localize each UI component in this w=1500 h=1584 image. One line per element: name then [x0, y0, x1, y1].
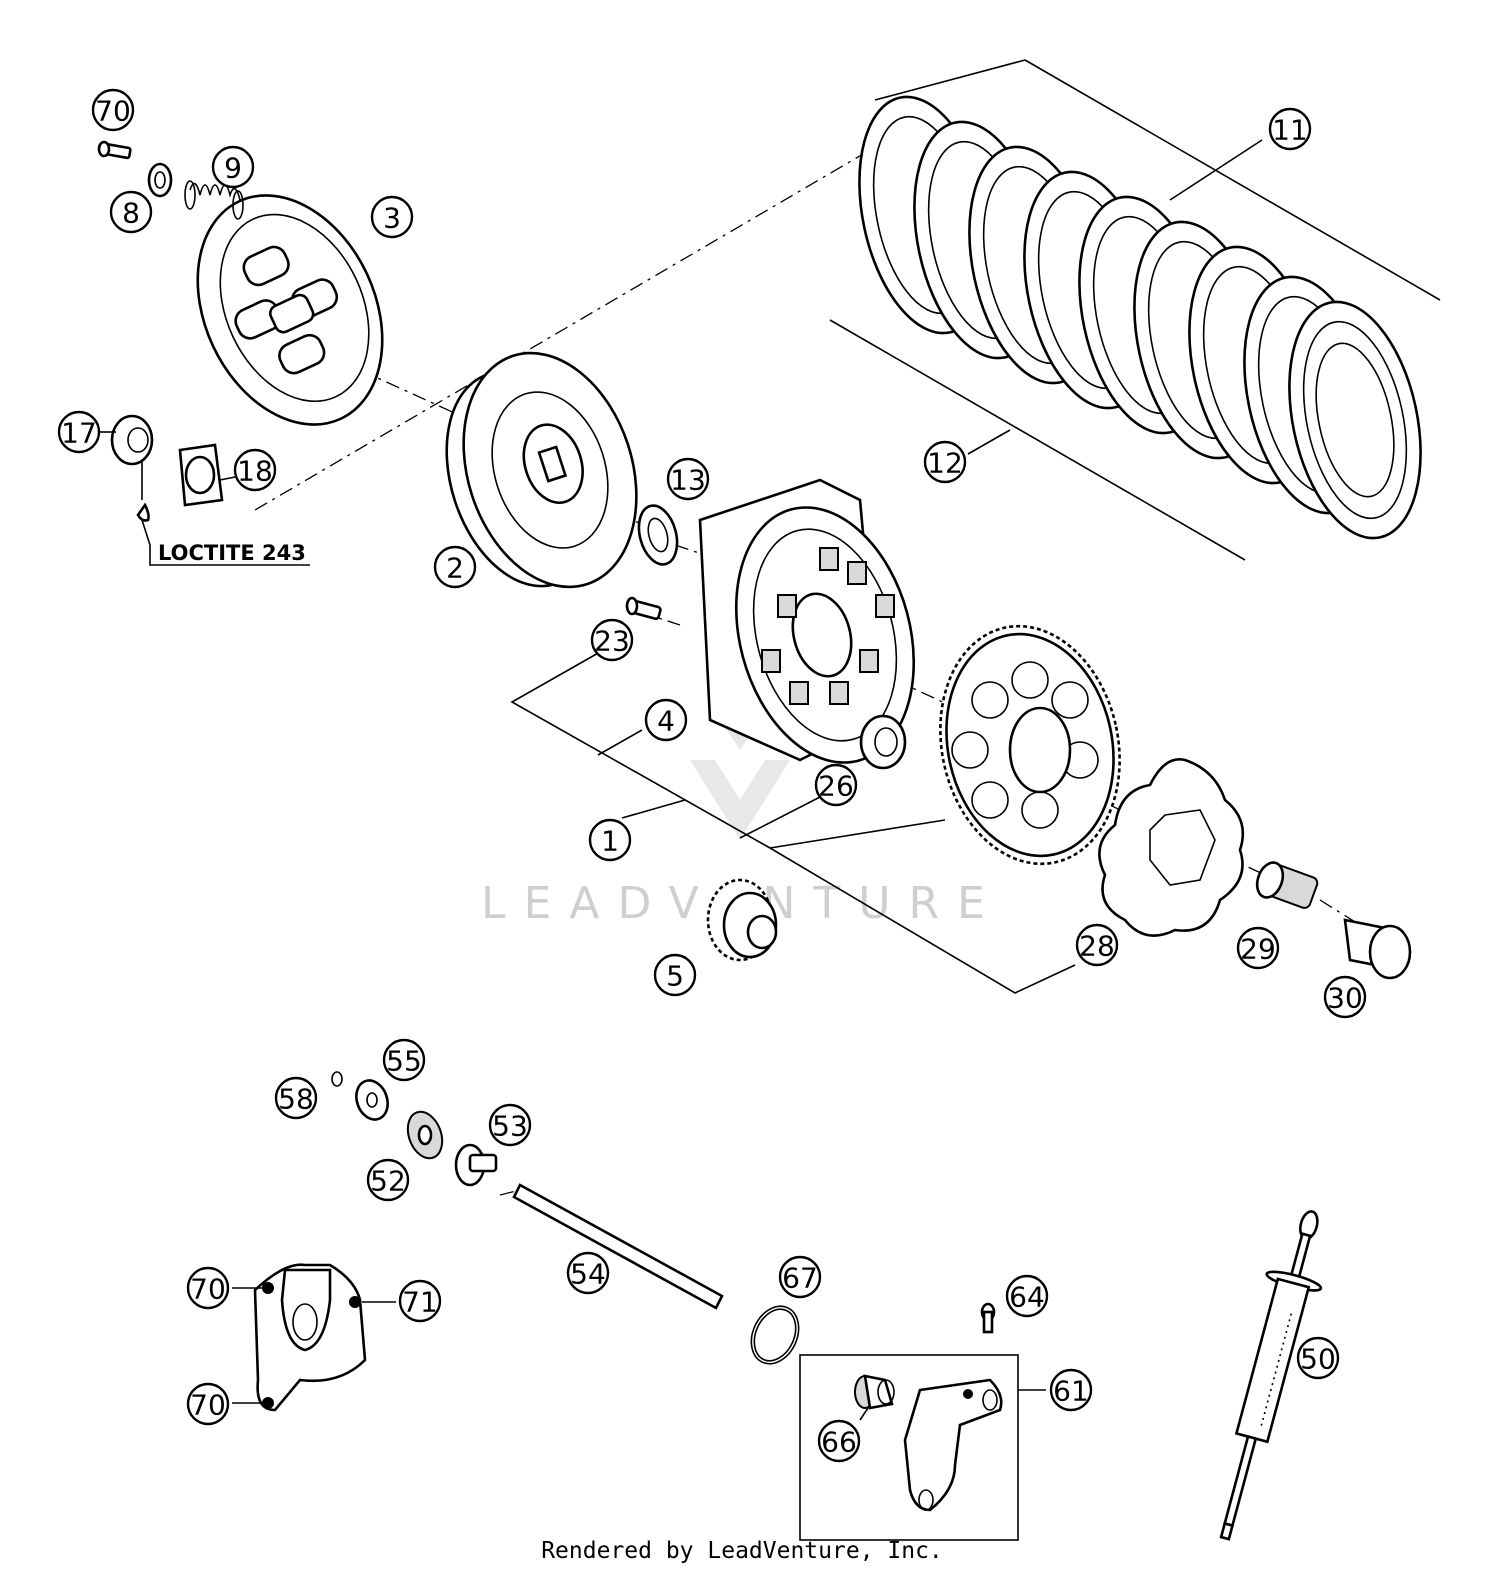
callout-26: 26 [814, 763, 858, 807]
outer-clutch-basket [698, 478, 916, 764]
callout-53: 53 [488, 1103, 532, 1147]
callout-18: 18 [233, 448, 277, 492]
svg-text:58: 58 [278, 1083, 314, 1116]
svg-text:64: 64 [1009, 1281, 1045, 1314]
callout-55: 55 [382, 1038, 426, 1082]
thrust-washer [637, 504, 679, 566]
callout-5: 5 [653, 953, 697, 997]
callout-2: 2 [433, 545, 477, 589]
callout-54: 54 [566, 1251, 610, 1295]
callout-12: 12 [923, 440, 967, 484]
svg-text:50: 50 [1300, 1343, 1336, 1376]
clutch-spring-9 [184, 180, 244, 220]
bleeding-syringe [1219, 1210, 1323, 1541]
slave-cylinder-cover [253, 1263, 367, 1412]
hub-sleeve [859, 714, 907, 770]
callout-30: 30 [1323, 975, 1367, 1019]
svg-text:67: 67 [782, 1262, 818, 1295]
damper-plate [1098, 758, 1245, 937]
callout-67: 67 [778, 1255, 822, 1299]
drive-pinion [706, 878, 778, 962]
leader-lines [100, 139, 1263, 1421]
bleed-screw-64 [980, 1302, 996, 1334]
svg-text:70: 70 [190, 1273, 226, 1306]
loctite-note: LOCTITE 243 [158, 541, 306, 565]
svg-text:66: 66 [821, 1426, 857, 1459]
svg-text:8: 8 [122, 197, 140, 230]
svg-text:11: 11 [1272, 114, 1308, 147]
callout-28: 28 [1075, 923, 1119, 967]
loctite-drop [136, 502, 150, 522]
svg-text:12: 12 [927, 447, 963, 480]
callout-8: 8 [109, 190, 153, 234]
bushing [1343, 918, 1412, 980]
callout-61: 61 [1049, 1368, 1093, 1412]
washer-55 [355, 1079, 389, 1121]
callout-3: 3 [370, 195, 414, 239]
callout-13: 13 [666, 457, 710, 501]
svg-text:17: 17 [61, 417, 97, 450]
piston-66 [854, 1374, 895, 1410]
svg-text:71: 71 [402, 1286, 438, 1319]
callout-23: 23 [590, 618, 634, 662]
svg-text:70: 70 [190, 1389, 226, 1422]
lock-washer-18 [178, 443, 224, 507]
svg-text:2: 2 [446, 552, 464, 585]
svg-text:18: 18 [237, 455, 273, 488]
screw-70-top [97, 140, 132, 160]
basket-pin [625, 596, 662, 621]
push-rod-54 [512, 1183, 724, 1310]
callout-71: 71 [398, 1279, 442, 1323]
svg-text:54: 54 [570, 1258, 606, 1291]
needle-bearing [1255, 861, 1319, 909]
callout-58: 58 [274, 1076, 318, 1120]
svg-text:70: 70 [95, 95, 131, 128]
axial-bearing-52 [406, 1110, 444, 1160]
callout-70-cover-top: 70 [186, 1266, 230, 1310]
pressure-piece-53 [454, 1143, 498, 1187]
callout-9: 9 [211, 145, 255, 189]
callout-70-cover-bottom: 70 [186, 1382, 230, 1426]
svg-text:13: 13 [670, 464, 706, 497]
svg-text:52: 52 [370, 1165, 406, 1198]
svg-text:5: 5 [666, 960, 684, 993]
slave-cylinder-assembly [799, 1354, 1019, 1541]
svg-text:55: 55 [386, 1045, 422, 1078]
callout-70-top: 70 [91, 88, 135, 132]
callout-64: 64 [1005, 1274, 1049, 1318]
callout-1: 1 [588, 818, 632, 862]
callout-11: 11 [1268, 107, 1312, 151]
hub-nut-17 [110, 414, 154, 466]
svg-text:1: 1 [601, 825, 619, 858]
svg-text:30: 30 [1327, 982, 1363, 1015]
svg-text:9: 9 [224, 152, 242, 185]
o-ring-67 [750, 1305, 800, 1365]
callout-29: 29 [1236, 926, 1280, 970]
svg-text:3: 3 [383, 202, 401, 235]
svg-text:29: 29 [1240, 933, 1276, 966]
callout-52: 52 [366, 1158, 410, 1202]
svg-text:53: 53 [492, 1110, 528, 1143]
spring-retainer-8 [147, 162, 173, 198]
callout-4: 4 [644, 698, 688, 742]
callout-66: 66 [817, 1419, 861, 1463]
callout-17: 17 [57, 410, 101, 454]
svg-text:23: 23 [594, 625, 630, 658]
callout-50: 50 [1296, 1336, 1340, 1380]
svg-text:61: 61 [1053, 1375, 1089, 1408]
primary-driven-gear [939, 624, 1121, 866]
svg-text:4: 4 [657, 705, 675, 738]
ring-58 [331, 1071, 343, 1087]
footer-credit: Rendered by LeadVenture, Inc. [541, 1538, 943, 1564]
clutch-plate-stack [829, 59, 1441, 561]
svg-text:28: 28 [1079, 930, 1115, 963]
svg-text:26: 26 [818, 770, 854, 803]
inner-clutch-hub [445, 351, 638, 589]
pressure-plate [196, 194, 384, 426]
